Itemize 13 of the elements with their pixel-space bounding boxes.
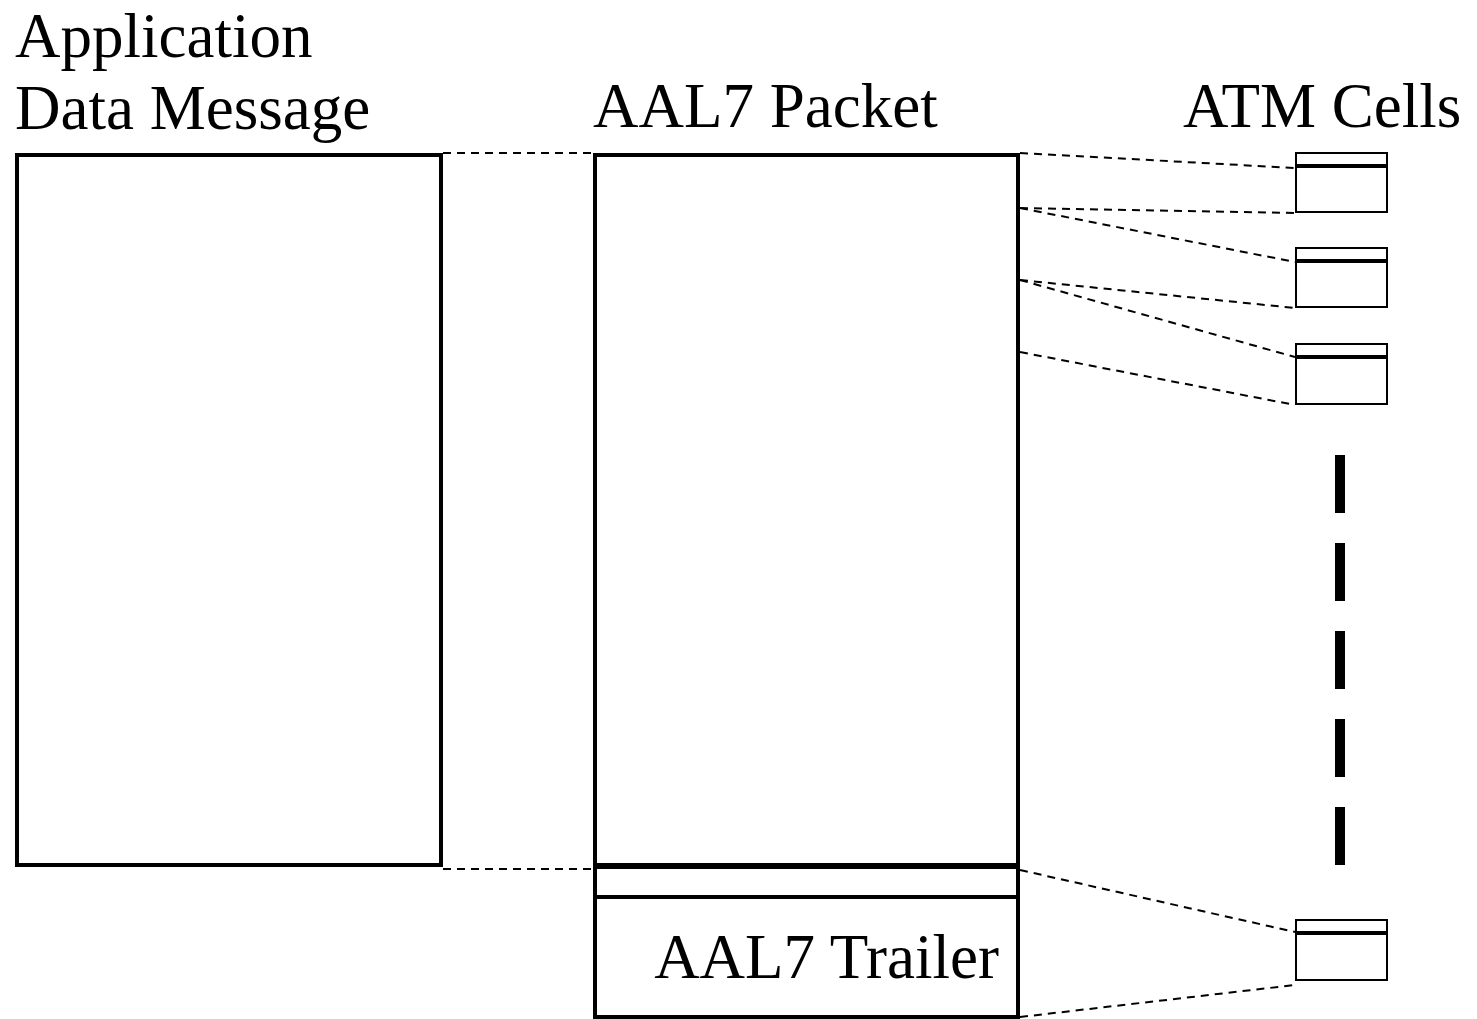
cell-box (1295, 152, 1388, 213)
box-heading: Application Data Message (15, 0, 372, 144)
cell-box (1295, 343, 1388, 405)
dashed-line (1019, 279, 1296, 309)
cell-box (1295, 919, 1388, 981)
dashed-line (1019, 279, 1296, 358)
dashed-line (442, 152, 594, 154)
dashed-line (1019, 152, 1296, 169)
box-heading: AAL7 Packet (593, 70, 939, 142)
dashed-line (442, 868, 594, 870)
dashed-line (1019, 869, 1296, 933)
column-heading: ATM Cells (1183, 70, 1462, 142)
cell-box (1295, 247, 1388, 308)
